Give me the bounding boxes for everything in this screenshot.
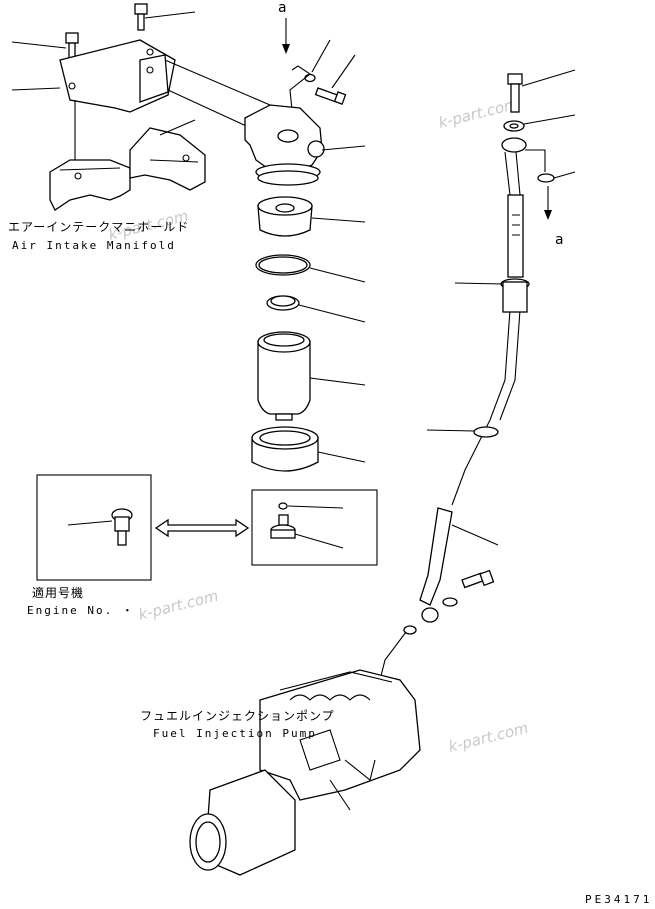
arrow-a-right: a	[544, 186, 565, 248]
engine-no-label-en: Engine No. ・	[27, 604, 135, 617]
banjo-bolt-small[interactable]	[314, 54, 356, 105]
arrow-a-top: a	[278, 0, 290, 54]
air-intake-manifold	[49, 119, 206, 211]
air-intake-label-jp: エアーインテークマニホールド	[8, 220, 189, 234]
watermarks: k-part.com k-part.com k-part.com k-part.…	[107, 95, 531, 756]
diagram-code: PE34171	[585, 893, 652, 906]
fuel-injection-pump	[189, 669, 421, 876]
filter-element[interactable]	[257, 331, 366, 421]
bolt-top-left[interactable]	[134, 3, 196, 31]
arrow-a-top-label: a	[278, 0, 288, 16]
o-ring[interactable]	[255, 254, 366, 283]
filter-head[interactable]	[244, 104, 366, 186]
element-cap[interactable]	[257, 196, 366, 237]
inset-box-left	[36, 474, 152, 581]
inset-box-right	[251, 489, 378, 566]
bolt-left[interactable]	[11, 32, 79, 60]
hose-clip-middle[interactable]	[426, 426, 499, 438]
ring-seal[interactable]	[266, 295, 366, 323]
washer-small[interactable]	[289, 39, 331, 111]
fuel-hose-lower[interactable]	[419, 507, 499, 606]
banjo-fitting-right[interactable]	[501, 137, 546, 196]
gasket-right-top[interactable]	[503, 114, 576, 132]
arrow-a-right-label: a	[555, 232, 565, 248]
air-intake-label-en: Air Intake Manifold	[12, 239, 176, 252]
gasket-right-mid[interactable]	[537, 171, 576, 183]
hose-clip-upper[interactable]	[454, 278, 530, 313]
watermark-4: k-part.com	[447, 719, 531, 756]
double-arrow	[154, 518, 250, 538]
banjo-bolt-right[interactable]	[507, 69, 576, 113]
retaining-ring-nut[interactable]	[251, 426, 366, 472]
fuel-hose-upper[interactable]	[451, 194, 524, 506]
fuel-pump-label-en: Fuel Injection Pump	[153, 727, 317, 740]
watermark-3: k-part.com	[137, 587, 221, 624]
fuel-pump-label-jp: フュエルインジェクションポンプ	[140, 709, 335, 723]
engine-no-label-jp: 適用号機	[32, 585, 84, 600]
mounting-bracket[interactable]	[11, 39, 271, 165]
